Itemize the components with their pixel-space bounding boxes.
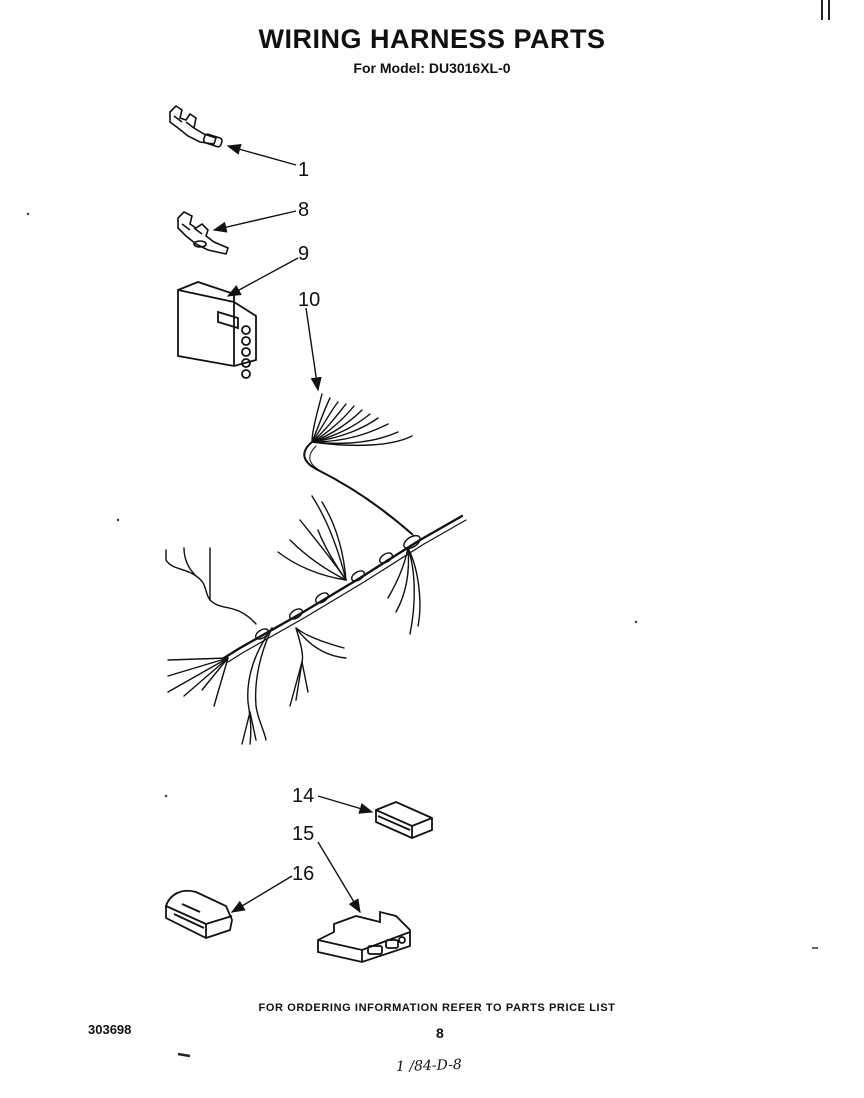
scan-speck bbox=[26, 212, 30, 216]
callout-10: 10 bbox=[298, 289, 320, 311]
ordering-note: FOR ORDERING INFORMATION REFER TO PARTS … bbox=[258, 1002, 616, 1014]
page-number: 8 bbox=[436, 1025, 444, 1041]
part-9-connector-block bbox=[177, 281, 257, 379]
callout-14: 14 bbox=[292, 785, 314, 807]
document-number: 303698 bbox=[88, 1022, 132, 1037]
callout-16: 16 bbox=[292, 863, 314, 885]
callout-15: 15 bbox=[292, 823, 314, 845]
part-8-terminal bbox=[177, 211, 229, 255]
part-15-connector bbox=[317, 910, 411, 963]
part-14-connector bbox=[375, 801, 433, 839]
page-title: WIRING HARNESS PARTS bbox=[258, 24, 606, 54]
callout-1: 1 bbox=[298, 159, 309, 181]
part-10-wiring-harness bbox=[165, 393, 467, 745]
part-16-connector bbox=[165, 889, 233, 939]
part-1-terminal bbox=[169, 104, 223, 148]
model-subtitle: For Model: DU3016XL-0 bbox=[353, 60, 511, 76]
scan-speck bbox=[177, 1052, 191, 1058]
scan-speck bbox=[164, 794, 168, 798]
scan-speck bbox=[116, 518, 120, 522]
callout-8: 8 bbox=[298, 199, 309, 221]
scan-speck bbox=[634, 620, 638, 624]
handwritten-note: 1 /84-D-8 bbox=[395, 1056, 463, 1076]
callout-9: 9 bbox=[298, 243, 309, 265]
